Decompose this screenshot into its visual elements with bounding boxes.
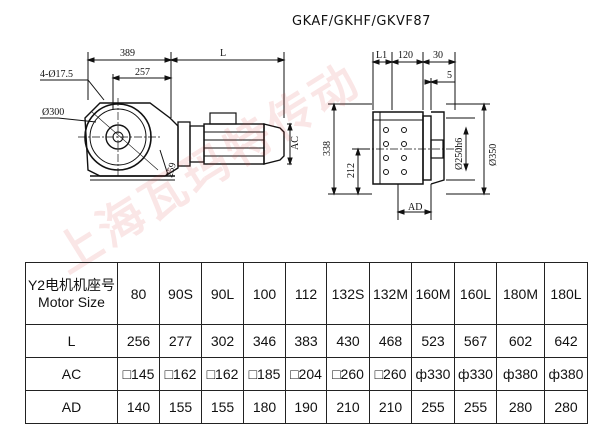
table-cell: 140 xyxy=(117,390,160,424)
row-label-cell: L xyxy=(25,324,118,358)
table-cell: 602 xyxy=(496,324,545,358)
motor-size-cell: 160M xyxy=(411,262,455,325)
table-cell: □162 xyxy=(159,357,202,391)
table-cell: ф330 xyxy=(411,357,455,391)
header-label-cn: Y2电机机座号 xyxy=(27,276,116,293)
table-cell: □162 xyxy=(201,357,244,391)
dim-257: 257 xyxy=(135,67,150,78)
dim-L1: L1 xyxy=(376,50,387,61)
table-cell: 180 xyxy=(243,390,286,424)
dim-259: 259 xyxy=(164,161,179,178)
dim-AD: AD xyxy=(408,202,422,213)
motor-size-cell: 160L xyxy=(454,262,497,325)
table-cell: 255 xyxy=(454,390,497,424)
table-cell: 346 xyxy=(243,324,286,358)
motor-size-cell: 100 xyxy=(243,262,286,325)
row-label-cell: AD xyxy=(25,390,118,424)
table-cell: 256 xyxy=(117,324,160,358)
table-cell: 255 xyxy=(411,390,455,424)
dim-AC: AC xyxy=(290,136,301,150)
table-cell: ф380 xyxy=(496,357,545,391)
table-cell: □185 xyxy=(243,357,286,391)
table-cell: 277 xyxy=(159,324,202,358)
table-cell: 210 xyxy=(326,390,370,424)
table-cell: 430 xyxy=(326,324,370,358)
dim-pilot-diameter: Ø250h6 xyxy=(454,138,465,170)
table-cell: 155 xyxy=(159,390,202,424)
dim-L: L xyxy=(220,48,226,59)
table-cell: □260 xyxy=(326,357,370,391)
motor-size-cell: 90L xyxy=(201,262,244,325)
table-cell: 523 xyxy=(411,324,455,358)
motor-size-cell: 180M xyxy=(496,262,545,325)
drawing-title: GKAF/GKHF/GKVF87 xyxy=(292,14,431,29)
dim-holes: 4-Ø17.5 xyxy=(40,69,73,80)
motor-size-cell: 180L xyxy=(544,262,588,325)
table-cell: 155 xyxy=(201,390,244,424)
table-cell: ф330 xyxy=(454,357,497,391)
header-label-en: Motor Size xyxy=(38,293,105,310)
table-cell: 383 xyxy=(285,324,327,358)
motor-size-cell: 80 xyxy=(117,262,160,325)
table-cell: 642 xyxy=(544,324,588,358)
table-cell: 302 xyxy=(201,324,244,358)
dim-212: 212 xyxy=(346,163,357,178)
table-cell: 280 xyxy=(544,390,588,424)
motor-size-cell: 90S xyxy=(159,262,202,325)
table-cell: ф380 xyxy=(544,357,588,391)
row-label-cell: AC xyxy=(25,357,118,391)
dim-338: 338 xyxy=(322,141,333,156)
table-cell: 190 xyxy=(285,390,327,424)
dim-389: 389 xyxy=(120,48,135,59)
dim-120: 120 xyxy=(398,50,413,61)
dim-flange-diameter: Ø300 xyxy=(42,107,64,118)
table-cell: 210 xyxy=(369,390,412,424)
dim-outer-diameter: Ø350 xyxy=(488,144,499,166)
table-cell: 280 xyxy=(496,390,545,424)
dim-30: 30 xyxy=(433,50,443,61)
table-cell: □204 xyxy=(285,357,327,391)
motor-size-cell: 112 xyxy=(285,262,327,325)
table-cell: 468 xyxy=(369,324,412,358)
motor-size-cell: 132S xyxy=(326,262,370,325)
table-cell: 567 xyxy=(454,324,497,358)
table-cell: □145 xyxy=(117,357,160,391)
dim-5: 5 xyxy=(447,70,452,81)
technical-drawing: 389 L 257 4-Ø17.5 Ø300 AC 259 L1 120 30 … xyxy=(40,48,499,220)
motor-size-cell: 132M xyxy=(369,262,412,325)
table-cell: □260 xyxy=(369,357,412,391)
